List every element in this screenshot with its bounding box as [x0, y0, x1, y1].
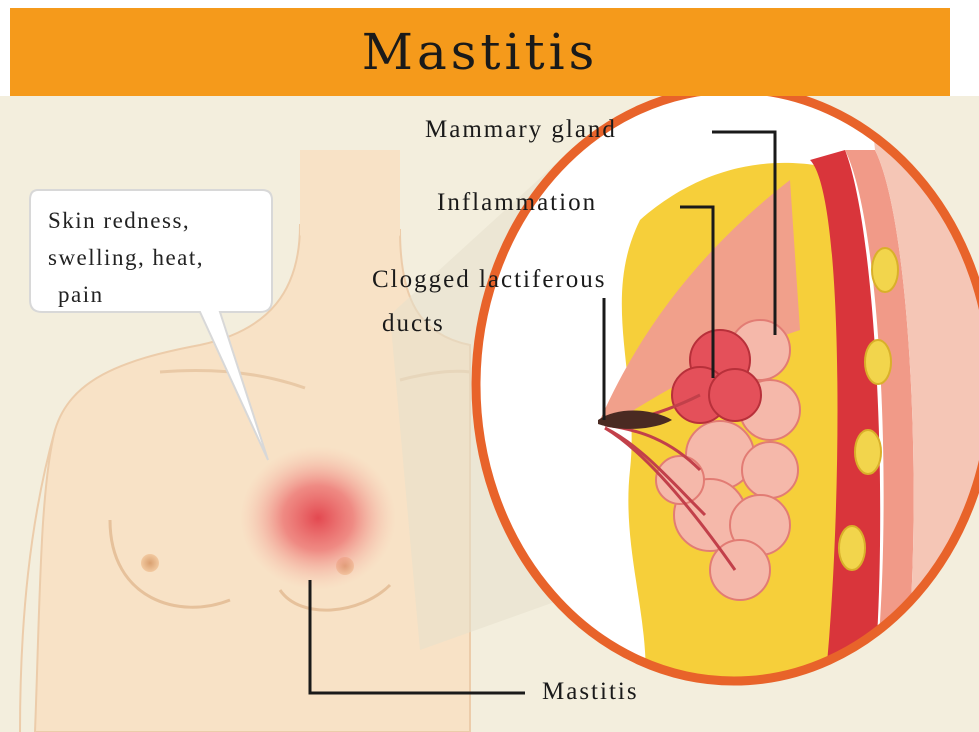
label-ducts-line-2: ducts [382, 310, 445, 338]
callout-line-1: Skin redness, [48, 202, 248, 239]
title-banner: Mastitis [10, 8, 950, 96]
redness-area [240, 446, 396, 590]
page-title: Mastitis [362, 23, 599, 81]
label-mammary-gland: Mammary gland [425, 116, 617, 144]
label-ducts-line-1: Clogged lactiferous [372, 266, 606, 294]
callout-line-3: pain [48, 276, 248, 313]
left-nipple [141, 554, 159, 572]
label-mastitis: Mastitis [542, 678, 639, 706]
callout-text: Skin redness, swelling, heat, pain [48, 202, 248, 313]
callout-line-2: swelling, heat, [48, 239, 248, 276]
label-inflammation: Inflammation [437, 189, 597, 217]
